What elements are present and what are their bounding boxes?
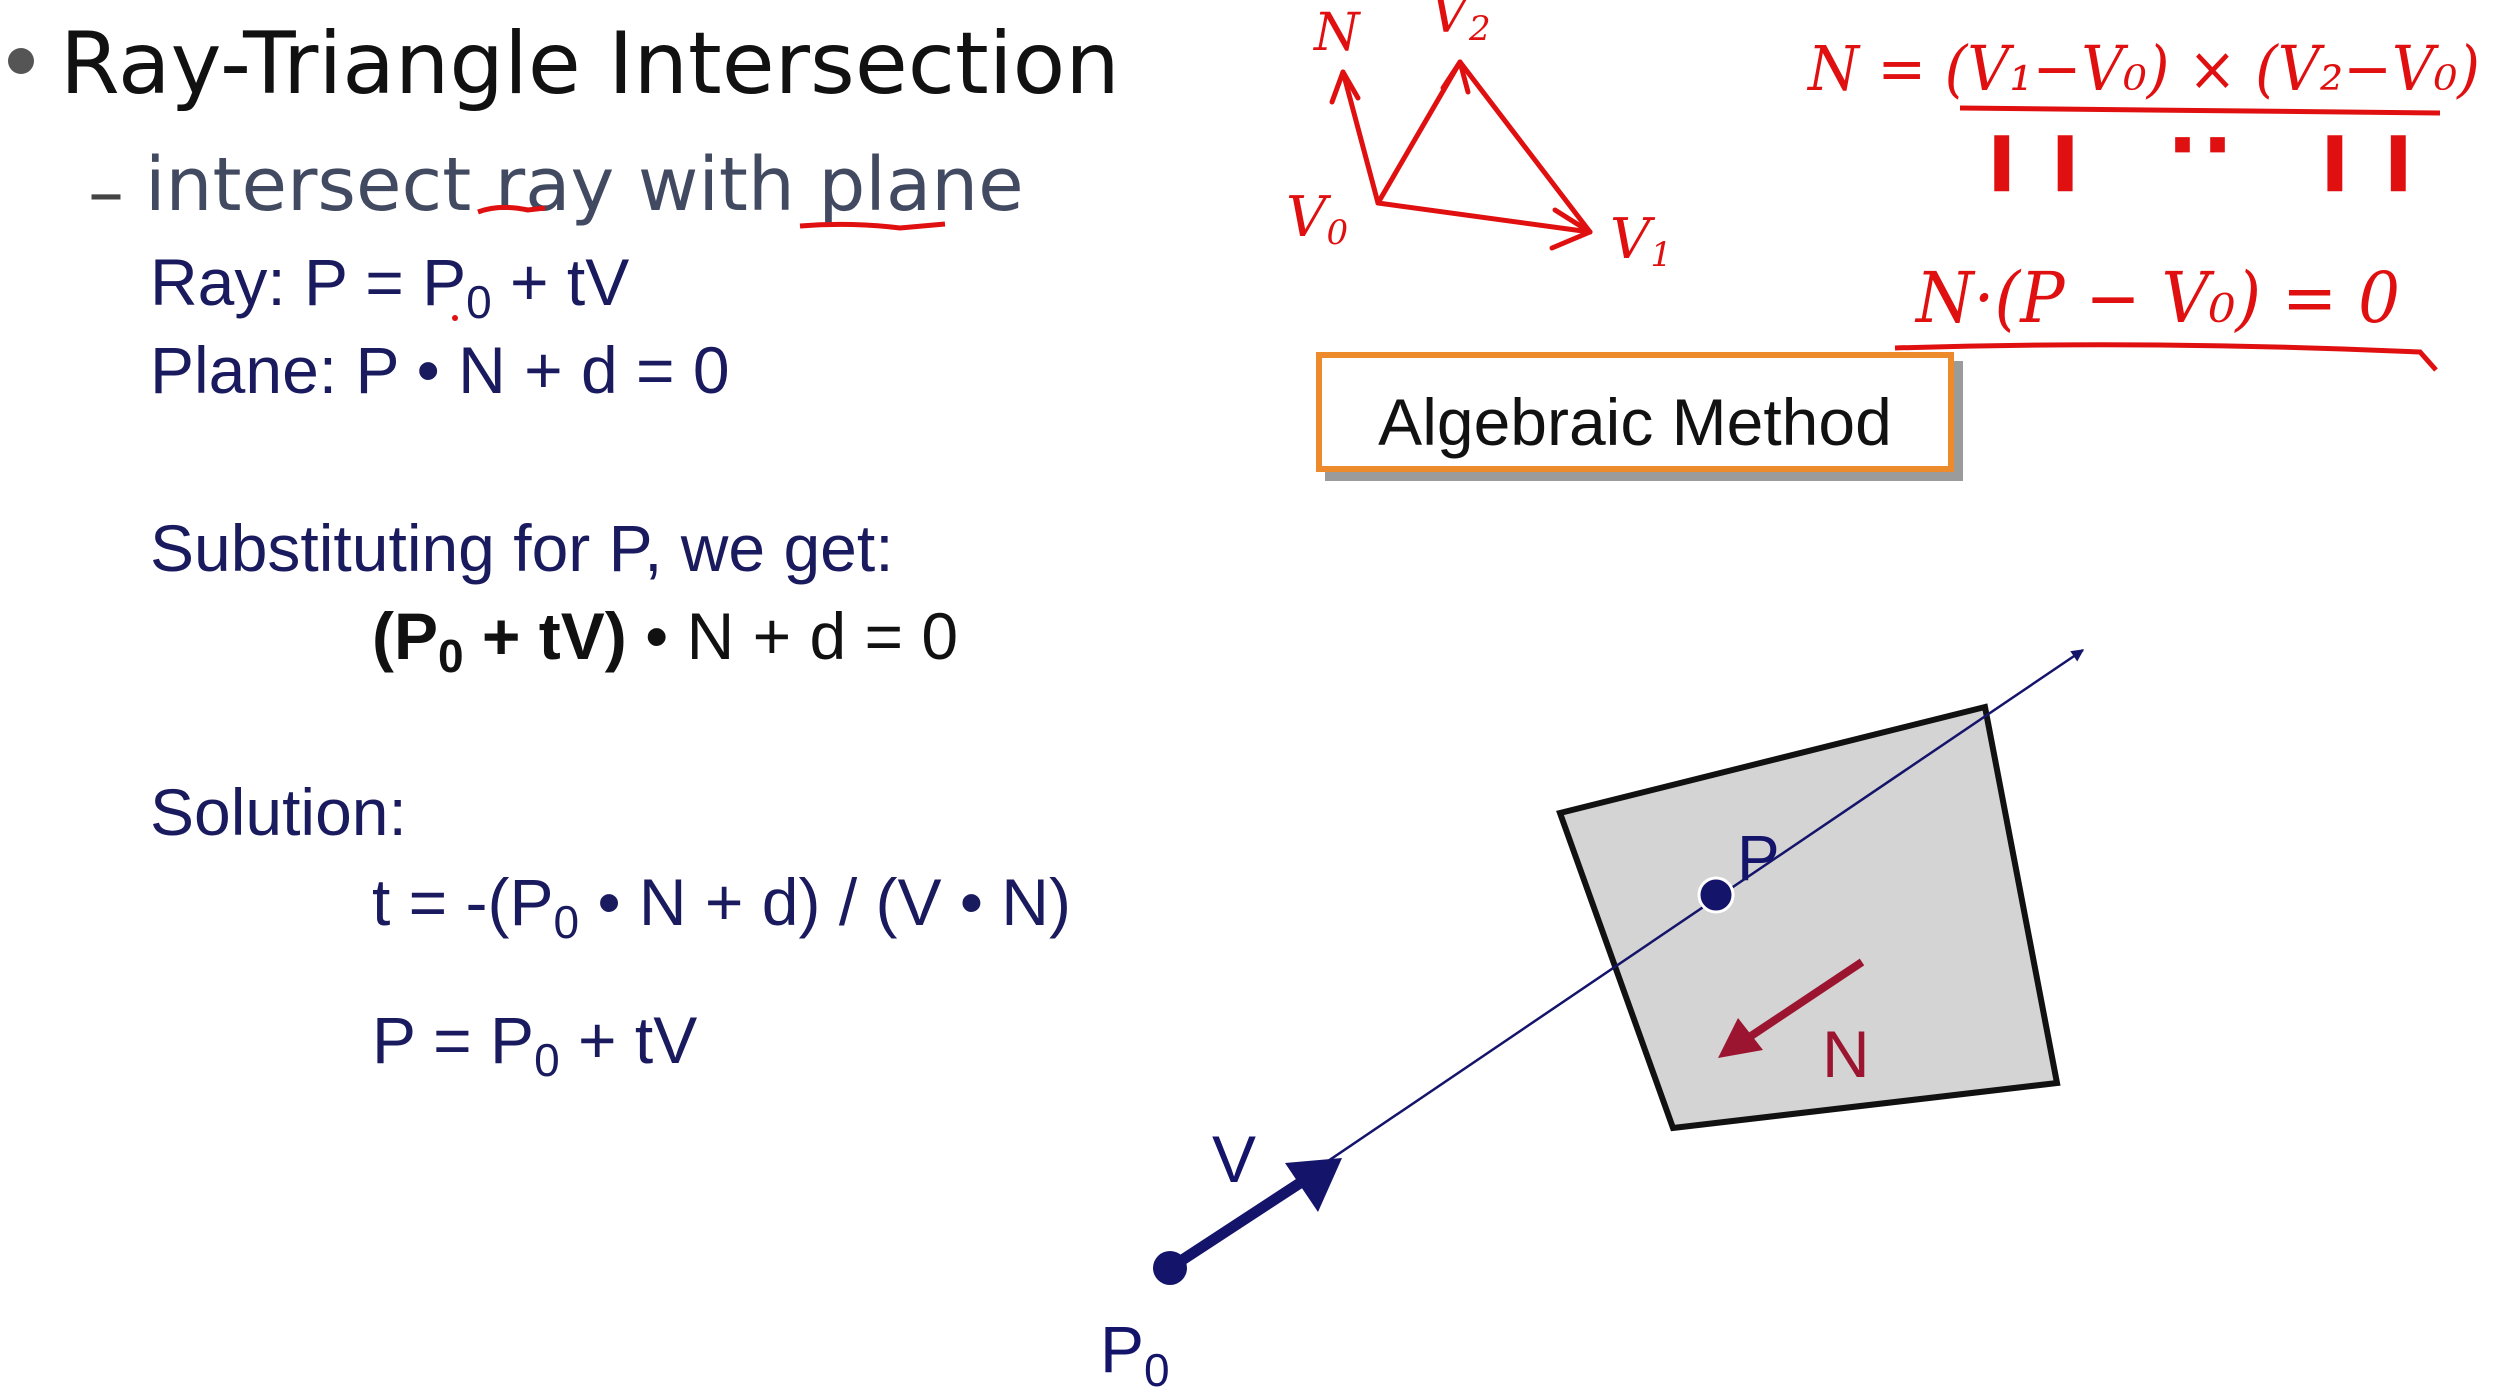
solution-label: Solution: [150, 775, 407, 849]
v-arrow-head [1285, 1158, 1342, 1212]
t-eq-prefix: t = -(P [372, 865, 554, 939]
substituting-line: Substituting for P, we get: [150, 511, 894, 585]
hw-label-v2-sub: 2 [1468, 9, 1491, 49]
hw-normal-denominator: || " || [1970, 127, 2430, 192]
ray-equation: Ray: P = P0 + tV [150, 244, 630, 325]
ray-eq-mark [452, 315, 458, 321]
p-eq-suffix: + tV [559, 1003, 698, 1077]
substituted-equation: (P0 + tV) • N + d = 0 [372, 598, 959, 679]
hw-plane-underline [1894, 342, 2438, 372]
normal-arrow-shaft [1742, 958, 1865, 1044]
p-equation: P = P0 + tV [372, 1002, 698, 1083]
hw-label-v1-main: V [1610, 207, 1656, 272]
ray-underline [477, 204, 546, 215]
algebraic-method-label: Algebraic Method [1378, 385, 1892, 459]
ray-eq-prefix: Ray: P = P [150, 245, 467, 319]
plane-equation: Plane: P • N + d = 0 [150, 333, 730, 407]
subst-bold-close: + tV) [463, 599, 627, 673]
algebraic-method-box: Algebraic Method [1316, 352, 1954, 472]
t-eq-sub: 0 [553, 895, 580, 948]
ray-eq-sub: 0 [466, 275, 492, 328]
label-n: N [1822, 1017, 1870, 1091]
hw-label-v1-sub: 1 [1650, 235, 1672, 275]
p-point [1697, 876, 1735, 914]
t-eq-suffix: • N + d) / (V • N) [579, 865, 1071, 939]
subst-rest: • N + d = 0 [626, 599, 959, 673]
label-p0: P0 [1100, 1312, 1170, 1396]
label-v: V [1212, 1122, 1256, 1196]
slide-title: Ray-Triangle Intersection [60, 14, 1120, 114]
hw-label-n: N [1312, 3, 1361, 63]
normal-arrow-head [1718, 1018, 1763, 1058]
label-p: P [1737, 822, 1780, 894]
hw-label-v0: V0 [1286, 185, 1348, 253]
ray-eq-suffix: + tV [491, 245, 630, 319]
subst-bold-open: (P [372, 599, 438, 673]
subst-bold-sub: 0 [438, 629, 464, 682]
hw-plane-formula: N·(P − V₀) = 0 [1914, 257, 2400, 339]
hw-label-v2-main: V [1430, 0, 1474, 45]
p0-point [1153, 1251, 1187, 1285]
hw-label-v1: V1 [1610, 207, 1672, 275]
p-eq-prefix: P = P [372, 1003, 535, 1077]
hw-label-v0-sub: 0 [1326, 213, 1348, 253]
title-bullet [8, 48, 34, 74]
label-p0-sub: 0 [1144, 1344, 1170, 1396]
label-p0-main: P [1100, 1312, 1144, 1386]
p-eq-sub: 0 [534, 1033, 560, 1086]
v-arrow-shaft [1166, 1178, 1304, 1273]
sub-bullet-dash: – [88, 150, 124, 234]
hw-normal-formula: N = (V₁−V₀) × (V₂−V₀) [1806, 32, 2480, 105]
hw-label-v2: V2 [1430, 0, 1491, 49]
plane-underline [799, 221, 946, 231]
hw-label-v0-main: V [1286, 185, 1332, 250]
hw-fraction-bar [1959, 105, 2441, 116]
t-equation: t = -(P0 • N + d) / (V • N) [372, 864, 1071, 945]
handwritten-triangle [1329, 59, 1593, 251]
plane-quad [1556, 703, 2061, 1132]
sub-bullet-text: intersect ray with plane [145, 142, 1024, 228]
